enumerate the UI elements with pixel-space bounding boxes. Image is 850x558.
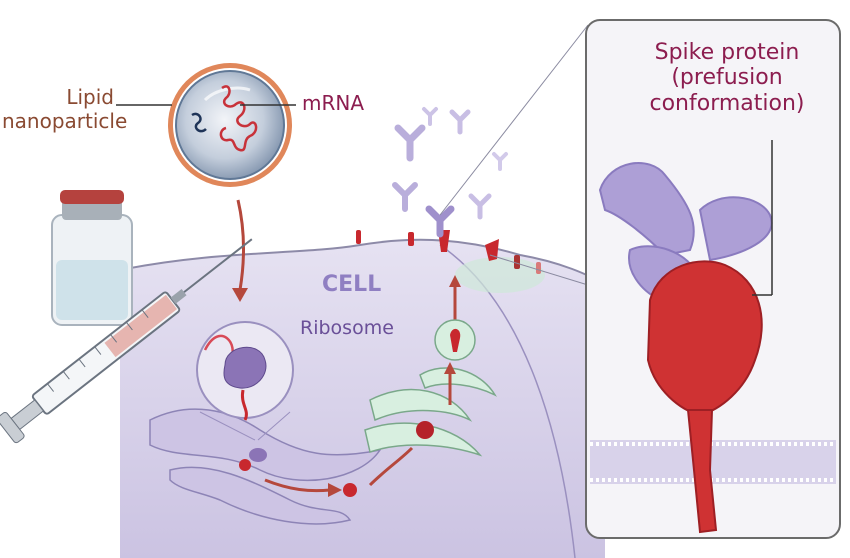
ribosome-label: Ribosome <box>300 317 394 339</box>
panel-membrane <box>590 440 836 484</box>
ribosome <box>223 346 267 389</box>
lipid-label-line1: Lipid <box>66 85 114 109</box>
infected-region <box>455 257 545 293</box>
spike-protein-label: Spike protein (prefusion conformation) <box>622 40 832 116</box>
golgi <box>364 367 497 457</box>
vaccine-vial <box>51 190 133 326</box>
antibodies <box>392 107 508 238</box>
mrna-label: mRNA <box>302 91 365 115</box>
spike-label-line1: Spike protein <box>654 40 800 65</box>
spike-label-line3: conformation) <box>649 90 805 116</box>
spike-label-line2: (prefusion <box>671 65 783 91</box>
cell-label: CELL <box>322 272 382 297</box>
mrna-strand <box>219 85 258 152</box>
nanoparticle-label-line2: nanoparticle <box>2 109 128 133</box>
lipid-nanoparticle <box>168 63 292 187</box>
spike-protein-large <box>646 260 763 534</box>
syringe <box>0 238 253 444</box>
surface-spikes <box>356 230 541 274</box>
